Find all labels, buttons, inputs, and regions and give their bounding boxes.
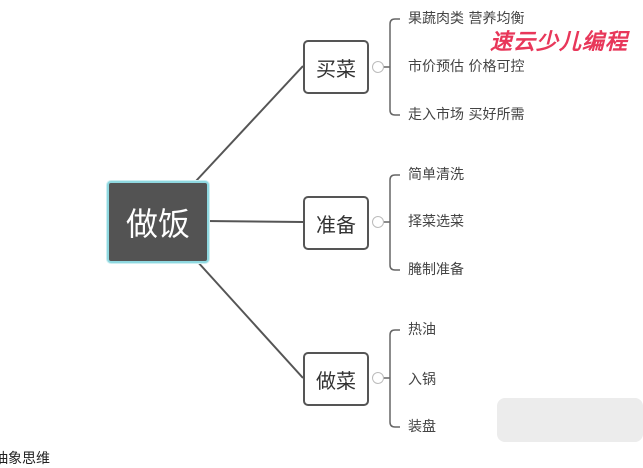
leaf-node[interactable]: 走入市场 买好所需: [408, 107, 525, 123]
collapse-toggle[interactable]: [372, 61, 384, 73]
collapse-toggle[interactable]: [372, 216, 384, 228]
leaf-node[interactable]: 果蔬肉类 营养均衡: [408, 11, 525, 27]
collapse-toggle[interactable]: [372, 372, 384, 384]
blurred-region: [497, 398, 643, 442]
branch-node-buy[interactable]: 买菜: [303, 40, 369, 94]
leaf-node[interactable]: 腌制准备: [408, 262, 464, 278]
leaf-node[interactable]: 热油: [408, 322, 436, 338]
caption-text: 抽象思维: [0, 451, 50, 467]
watermark-logo: 速云少儿编程: [490, 30, 629, 55]
leaf-node[interactable]: 市价预估 价格可控: [408, 59, 525, 75]
branch-node-prepare[interactable]: 准备: [303, 196, 369, 250]
leaf-node[interactable]: 简单清洗: [408, 167, 464, 183]
root-node[interactable]: 做饭: [107, 181, 209, 263]
leaf-node[interactable]: 装盘: [408, 419, 436, 435]
branch-node-cook[interactable]: 做菜: [303, 352, 369, 406]
leaf-node[interactable]: 择菜选菜: [408, 214, 464, 230]
leaf-node[interactable]: 入锅: [408, 372, 436, 388]
